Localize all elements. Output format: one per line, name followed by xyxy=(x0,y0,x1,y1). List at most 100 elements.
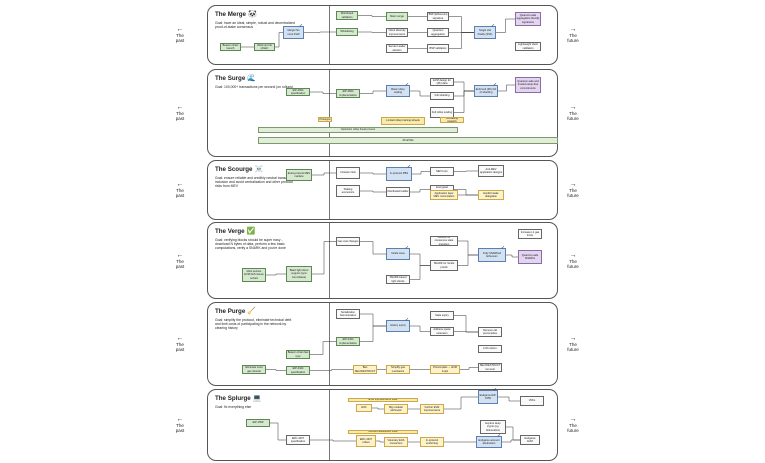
arrow-right-icon: → xyxy=(569,181,577,188)
roadmap-item: Full sharding xyxy=(430,92,454,100)
panel-emoji-icon: 💻 xyxy=(252,395,262,402)
connector-line xyxy=(275,32,283,48)
roadmap-item: Further EVM improvements xyxy=(420,404,444,414)
roadmap-item: Quantum-safe SNARKs xyxy=(518,250,542,264)
past-label: ←The past xyxy=(170,416,190,433)
roadmap-item: EIP-4444 specification xyxy=(286,366,310,375)
panel-goal: Goal: verifying blocks should be super e… xyxy=(215,238,286,251)
connector-line xyxy=(360,313,386,327)
panel-emoji-icon: 🐼 xyxy=(247,11,257,18)
phase-divider xyxy=(329,223,330,298)
connector-line xyxy=(412,171,430,175)
connector-line xyxy=(358,15,386,17)
roadmap-item: Basic light client support (sync committ… xyxy=(286,266,312,282)
future-label: →The future xyxy=(563,335,583,352)
timeline-label: The future xyxy=(567,342,579,352)
phase-divider xyxy=(329,390,330,460)
roadmap-item: Merge! No more PoW xyxy=(283,26,304,39)
roadmap-item: Ban SELFDESTRUCT xyxy=(353,365,377,374)
roadmap-item: BSP (Ethereum) signature xyxy=(427,12,449,21)
panel-title-text: The Purge xyxy=(215,308,246,315)
roadmap-item: Precompiles → EVM impls xyxy=(430,365,460,374)
timeline-label: The future xyxy=(567,188,579,198)
panel-title-text: The Scourge xyxy=(215,166,253,173)
roadmap-item: EIP-4844 specification xyxy=(286,88,310,96)
roadmap-item: Distributed validators xyxy=(336,11,358,20)
future-label: →The future xyxy=(563,26,583,43)
arrow-right-icon: → xyxy=(569,104,577,111)
roadmap-item: Lightweight client validation xyxy=(515,42,541,51)
roadmap-item: Beacon chain fast sync xyxy=(286,350,310,359)
panel-goal: Goal: fix everything else xyxy=(215,405,252,409)
panel-title: The Scourge☠️ xyxy=(215,165,263,173)
roadmap-item: In-protocol PBS xyxy=(386,167,412,181)
roadmap-item: In-protocol enshrining xyxy=(420,437,444,447)
arrow-right-icon: → xyxy=(569,26,577,33)
roadmap-item: Beacon chain launch xyxy=(220,43,241,51)
panel-title: The Verge✅ xyxy=(215,227,255,235)
panel-the-merge: The Merge🐼Goal: have an ideal, simple, r… xyxy=(207,5,558,65)
check-icon: ✓ xyxy=(299,23,304,29)
roadmap-item: Quantum aggregation xyxy=(427,28,449,37)
roadmap-item: Inclusion lists xyxy=(336,167,360,179)
future-label: →The future xyxy=(563,416,583,433)
roadmap-item: SELFDESTRUCT removal xyxy=(478,363,502,372)
connector-line xyxy=(310,91,336,94)
connector-line xyxy=(312,241,336,275)
connector-line xyxy=(310,341,336,355)
roadmap-item: ERC-4337 rollout xyxy=(356,435,376,447)
connector-line xyxy=(454,90,474,113)
connector-line xyxy=(360,325,386,342)
roadmap-item: Eliminate most gas refunds xyxy=(242,365,266,374)
panel-title: The Merge🐼 xyxy=(215,10,257,18)
timeline-label: The past xyxy=(175,423,185,433)
timeline-label: The future xyxy=(567,258,579,269)
roadmap-item: History expiry xyxy=(386,320,410,332)
check-icon: ✓ xyxy=(405,82,410,88)
arrow-left-icon: ← xyxy=(176,251,184,259)
arrow-right-icon: → xyxy=(569,416,577,423)
roadmap-item: Remove old precompiles xyxy=(478,327,502,337)
connector-line xyxy=(460,367,478,370)
arrow-left-icon: ← xyxy=(176,104,184,111)
panel-emoji-icon: 🧹 xyxy=(247,308,256,315)
roadmap-item: Main merge xyxy=(386,12,408,21)
arrow-right-icon: → xyxy=(569,251,577,259)
roadmap-item: Single slot finality (SSF) xyxy=(474,26,496,39)
connector-line xyxy=(454,331,478,333)
panel-title-text: The Merge xyxy=(215,11,246,18)
connector-line xyxy=(454,315,478,333)
phase-divider xyxy=(329,6,330,64)
roadmap-item: EIP-4844 implementation xyxy=(336,89,360,98)
roadmap-item: EIP-1559 xyxy=(246,419,270,427)
panel-title: The Purge🧹 xyxy=(215,307,256,315)
roadmap-item: Increasing capacity xyxy=(440,117,464,123)
connector-line xyxy=(444,396,478,410)
connector-line xyxy=(270,422,286,441)
connector-line xyxy=(449,32,474,49)
future-label: →The future xyxy=(563,251,583,269)
panel-title-text: The Verge xyxy=(215,228,245,235)
check-icon: ✓ xyxy=(405,245,410,251)
phase-divider xyxy=(329,303,330,385)
connector-line xyxy=(410,325,430,332)
roadmap-item: Optimistic rollup fraud provers xyxy=(258,127,458,133)
roadmap-item: Warmup fork (Altair) xyxy=(254,43,275,51)
roadmap-item: Secure Leader election xyxy=(386,44,408,53)
roadmap-item: EIP-4444 implementation xyxy=(336,337,360,346)
timeline-label: The past xyxy=(175,258,185,269)
roadmap-item: Explicit stake delegation xyxy=(478,190,504,200)
panel-the-surge: The Surge🌊Goal: 100,000+ transactions pe… xyxy=(207,69,558,157)
past-label: ←The past xyxy=(170,26,190,43)
connector-line xyxy=(304,31,336,33)
roadmap-item: VDFs xyxy=(520,396,544,406)
roadmap-item: Endgame EIP-1559 xyxy=(478,390,498,404)
timeline-label: The past xyxy=(175,111,185,121)
connector-line xyxy=(454,81,474,92)
roadmap-item: Serialization harmonization xyxy=(336,309,360,319)
connector-line xyxy=(410,90,430,97)
roadmap-item: EVM improvements track xyxy=(348,398,418,402)
roadmap-item: SNARK for consensus state transition xyxy=(430,236,458,246)
roadmap-item: ZK-EVMs xyxy=(258,137,558,144)
